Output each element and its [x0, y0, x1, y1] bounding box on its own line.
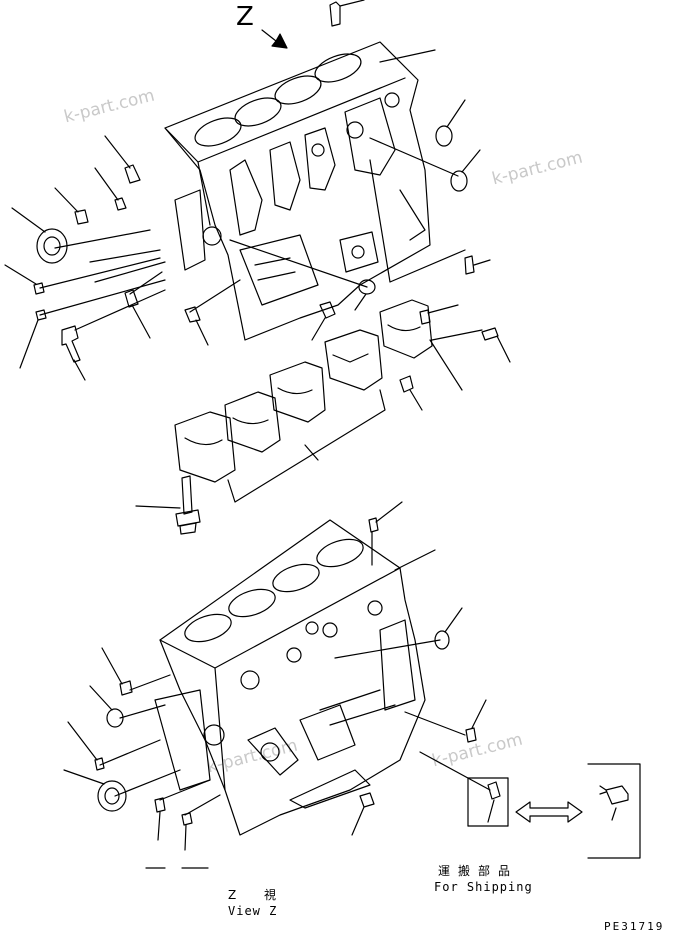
shipping-label-japanese: 運搬部品	[438, 864, 519, 878]
shipping-label-english: For Shipping	[434, 880, 533, 894]
view-direction-arrow	[261, 29, 288, 49]
lower-block-parts	[63, 501, 491, 869]
main-bearing-caps	[174, 299, 511, 503]
for-shipping-bracket	[467, 763, 641, 859]
upper-cylinder-block	[164, 41, 431, 341]
view-z-marker-letter: Z	[236, 2, 254, 32]
lower-cylinder-block	[154, 519, 426, 836]
drawing-code: PE31719	[604, 920, 665, 933]
view-z-label-english: View Z	[228, 904, 278, 918]
view-z-label-japanese: Z 視	[228, 888, 289, 902]
main-cap-bolt	[135, 475, 201, 535]
upper-block-parts	[4, 0, 491, 381]
